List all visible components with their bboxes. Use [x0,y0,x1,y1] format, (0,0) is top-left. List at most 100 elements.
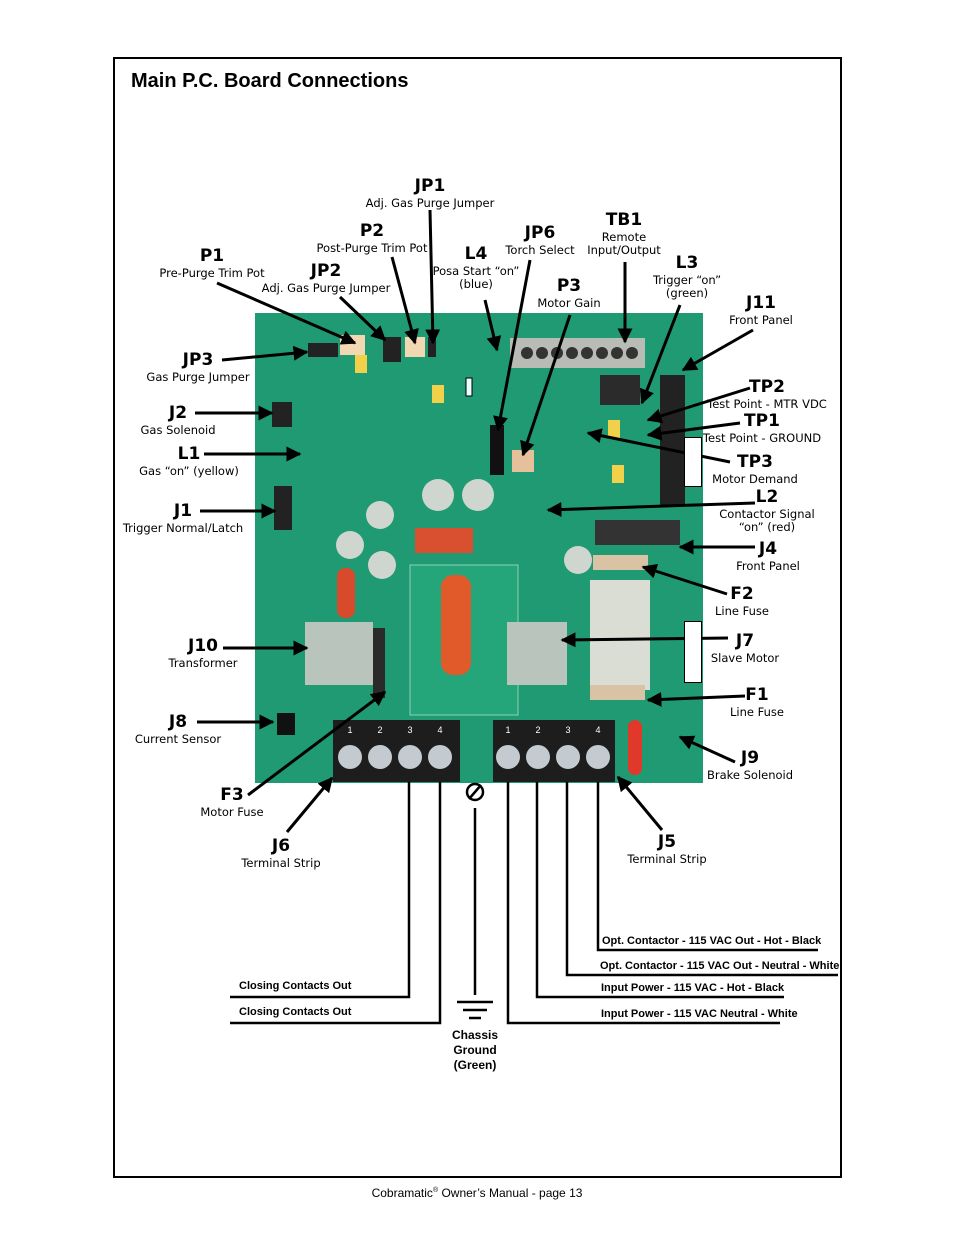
callout-code: J10 [188,636,218,656]
wire-label: Closing Contacts Out [239,1006,352,1018]
callout-desc: Current Sensor [134,731,222,746]
pc-board-photo [255,313,703,783]
callout-desc: Gas Solenoid [140,422,216,437]
callout-code: TB1 [605,210,643,230]
callout-code: J2 [168,403,188,423]
callout-desc: Motor Gain [537,295,601,310]
ground-text: Ground [453,1043,497,1057]
page-title: Main P.C. Board Connections [131,70,409,92]
terminal-number: 3 [565,725,570,735]
callout-code: J1 [173,501,193,521]
callout-desc: Terminal Strip [241,855,321,870]
callout-code: F2 [730,584,754,604]
callout-code: J4 [758,539,778,559]
callout-code: JP1 [414,176,446,196]
callout-code: J8 [168,712,188,732]
terminal-number: 4 [437,725,442,735]
callout-desc: Trigger “on” [652,272,722,287]
callout-desc: Torch Select [505,242,575,257]
footer-text: Owner’s Manual - page 13 [438,1186,583,1200]
callout-desc: Posa Start “on” [432,263,520,278]
callout-desc: Front Panel [736,558,800,573]
callout-desc: Motor Fuse [200,804,264,819]
callout-code: F3 [220,785,244,805]
wire-label: Closing Contacts Out [239,980,352,992]
label-box [684,621,702,683]
label-box [684,437,702,487]
callout-desc: Line Fuse [715,603,769,618]
callout-desc2: (green) [665,285,709,300]
callout-code: L4 [464,244,488,264]
callout-desc: Contactor Signal [719,506,815,521]
wire-label: Input Power - 115 VAC Neutral - White [601,1008,798,1020]
callout-code: J7 [735,631,755,651]
callout-desc: Gas “on” (yellow) [139,463,239,478]
terminal-number: 1 [505,725,510,735]
wire-label: Opt. Contactor - 115 VAC Out - Neutral -… [600,960,840,972]
wire-label: Input Power - 115 VAC - Hot - Black [601,982,785,994]
callout-desc2: Input/Output [587,242,661,257]
callout-desc: Brake Solenoid [706,767,794,782]
callout-desc: Remote [601,229,647,244]
terminal-number: 4 [595,725,600,735]
callout-desc: Gas Purge Jumper [146,369,250,384]
callout-desc: Adj. Gas Purge Jumper [261,280,391,295]
green-text: (Green) [453,1058,497,1072]
callout-code: J5 [657,832,677,852]
callout-desc: Front Panel [729,312,793,327]
callout-code: J11 [746,293,776,313]
callout-code: TP2 [749,377,785,397]
terminal-number: 3 [407,725,412,735]
callout-code: JP3 [182,350,214,370]
callout-code: L2 [755,487,779,507]
callout-code: P2 [359,221,385,241]
callout-desc: Line Fuse [730,704,784,719]
callout-code: JP2 [310,261,342,281]
callout-desc: Terminal Strip [627,851,707,866]
callout-code: TP1 [744,411,780,431]
wire-label: Opt. Contactor - 115 VAC Out - Hot - Bla… [602,935,822,947]
terminal-number-marks: 1 2 3 4 1 2 3 4 [347,725,600,735]
callout-code: J9 [740,748,760,768]
callout-code: J6 [271,836,291,856]
callout-desc: Test Point - GROUND [702,430,822,445]
terminal-number: 1 [347,725,352,735]
page-frame [113,57,842,1178]
footer-brand: Cobramatic [371,1186,433,1200]
callout-desc2: “on” (red) [738,519,796,534]
callout-code: F1 [745,685,769,705]
callout-desc: Post-Purge Trim Pot [316,240,428,255]
callout-code: P1 [199,246,225,266]
chassis-text: Chassis [451,1028,499,1042]
callout-desc: Transformer [168,655,238,670]
terminal-number: 2 [535,725,540,735]
callout-desc: Slave Motor [710,650,780,665]
callout-desc2: (blue) [459,276,493,291]
callout-desc: Pre-Purge Trim Pot [159,265,265,280]
callout-arrows [195,209,756,833]
